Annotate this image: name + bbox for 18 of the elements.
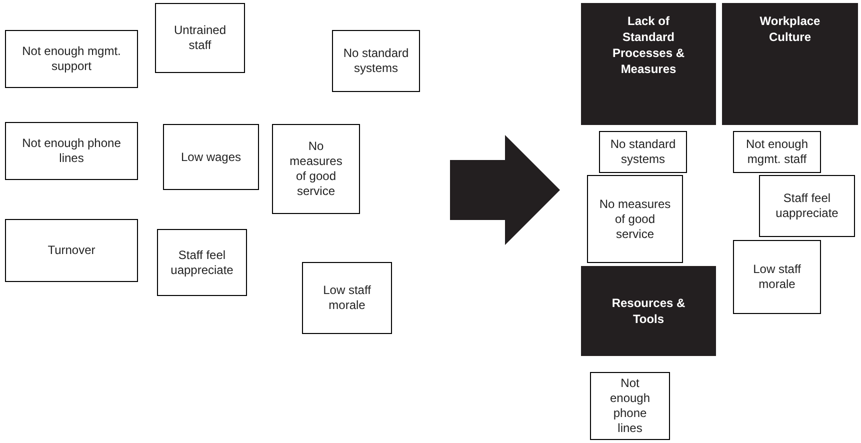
- sticky-note: Low staff morale: [733, 240, 821, 314]
- sticky-note: Turnover: [5, 219, 138, 282]
- sticky-note: Staff feel uappreciate: [157, 229, 247, 296]
- sticky-note: Untrained staff: [155, 3, 245, 73]
- sticky-note: Low wages: [163, 124, 259, 190]
- category-header: Workplace Culture: [722, 3, 858, 125]
- sticky-note: No standard systems: [599, 131, 687, 173]
- sticky-note: Low staff morale: [302, 262, 392, 334]
- sticky-note: No measures of good service: [272, 124, 360, 214]
- sticky-note: Not enough phone lines: [590, 372, 670, 440]
- category-header: Lack of Standard Processes & Measures: [581, 3, 716, 125]
- sticky-note: No standard systems: [332, 30, 420, 92]
- sticky-note: No measures of good service: [587, 175, 683, 263]
- sticky-note: Not enough mgmt. staff: [733, 131, 821, 173]
- sticky-note: Not enough phone lines: [5, 122, 138, 180]
- sticky-note: Not enough mgmt. support: [5, 30, 138, 88]
- category-header: Resources & Tools: [581, 266, 716, 356]
- sticky-note: Staff feel uappreciate: [759, 175, 855, 237]
